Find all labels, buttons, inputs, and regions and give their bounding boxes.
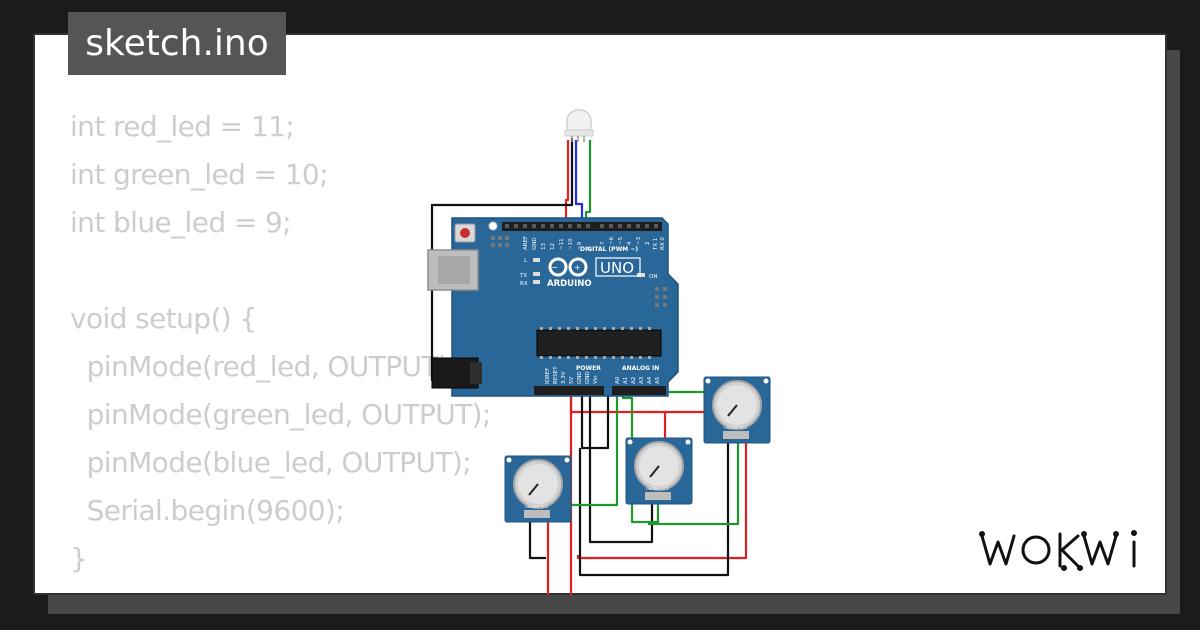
pot-pin-label: GND <box>724 426 732 430</box>
code-line: int green_led = 10; <box>70 158 329 191</box>
analog-header <box>612 386 666 395</box>
pot-pin-label: SIG <box>732 426 738 430</box>
rgb-led[interactable] <box>564 109 594 142</box>
pin-label-9: ~9 <box>577 241 583 250</box>
code-line: Serial.begin(9600); <box>70 494 345 527</box>
svg-text:+: + <box>574 263 581 272</box>
uno-model-text: UNO <box>600 259 634 277</box>
digital-label: DIGITAL (PWM ~) <box>580 246 638 253</box>
potentiometer-3[interactable]: GND SIG VCC <box>703 376 771 444</box>
pin-label-0: RX 0 <box>660 237 666 250</box>
potentiometer-1[interactable]: GND SIG VCC <box>504 455 572 523</box>
code-line: int blue_led = 9; <box>70 206 292 239</box>
pin-label-4: 4 <box>627 241 633 245</box>
pot-pin-label: GND <box>525 505 533 509</box>
pin-label-6: ~6 <box>609 236 615 245</box>
pin-label-vin: Vin <box>593 375 599 384</box>
pin-label-11: ~11 <box>559 238 565 250</box>
pot-pin-label: GND <box>646 487 654 491</box>
pot-pin-label: VCC <box>662 487 670 491</box>
pin-label-10: ~10 <box>568 238 574 250</box>
pin-label-gnd1: GND <box>577 371 583 384</box>
pin-label-ioref: IOREF <box>545 368 551 384</box>
pin-label-3: ~3 <box>636 236 642 245</box>
atmega-chip <box>536 329 662 357</box>
digital-header <box>502 222 662 231</box>
pin-label-reset: RESET <box>553 366 559 384</box>
pin-label-1: TX 1 <box>653 238 659 251</box>
pin-label-a1: A1 <box>623 377 629 384</box>
pin-label-aref: AREF <box>523 236 529 250</box>
power-header <box>534 386 604 395</box>
pot-pin-label: VCC <box>541 505 549 509</box>
pin-label-5: ~5 <box>618 236 624 245</box>
led-on-label: ON <box>649 274 657 280</box>
pin-label-7: 7 <box>600 241 606 245</box>
pin-label-a2: A2 <box>631 377 637 384</box>
code-line: } <box>70 542 88 575</box>
arduino-infinity-icon <box>548 257 588 277</box>
wire-red-d <box>576 438 748 560</box>
pot-pin-label: SIG <box>654 487 660 491</box>
file-tab[interactable]: sketch.ino <box>68 12 286 75</box>
code-line: int red_led = 11; <box>70 110 295 143</box>
icsp-header-small <box>491 236 509 247</box>
pin-label-a4: A4 <box>647 376 653 384</box>
wire-green <box>584 140 592 226</box>
pin-label-a3: A3 <box>639 376 645 384</box>
potentiometer-2[interactable]: GND SIG VCC <box>625 437 693 505</box>
wire-red <box>564 140 570 226</box>
wokwi-logo <box>979 530 1137 571</box>
wire-black-gnd-d <box>578 438 730 577</box>
code-line: pinMode(blue_led, OUTPUT); <box>70 446 472 479</box>
led-tx-label: TX <box>519 273 527 279</box>
arduino-uno[interactable]: AREF GND 13 12 ~11 ~10 ~9 8 7 ~6 ~5 4 ~3… <box>427 217 679 397</box>
pot-pin-label: VCC <box>740 426 748 430</box>
pot-pin-label: SIG <box>533 505 539 509</box>
pin-label-3v3: 3.3V <box>561 371 567 384</box>
pin-label-2: 2 <box>645 242 651 246</box>
code-line: pinMode(green_led, OUTPUT); <box>70 398 492 431</box>
arduino-brand-text: ARDUINO <box>547 279 592 289</box>
icsp-header-right <box>655 287 667 307</box>
code-block: int red_led = 11; int green_led = 10; in… <box>70 103 491 583</box>
power-label: POWER <box>576 365 601 372</box>
svg-text:−: − <box>551 263 558 272</box>
analog-label: ANALOG IN <box>622 365 659 372</box>
led-rx-label: RX <box>520 281 528 287</box>
pin-label-a5: A5 <box>655 376 661 384</box>
digital-header-pins <box>505 224 658 228</box>
pin-label-13: 13 <box>541 243 547 250</box>
pin-label-5v: 5V <box>569 377 575 384</box>
pin-label-12: 12 <box>550 243 556 250</box>
pin-label-gnd2: GND <box>585 371 591 384</box>
pin-label-gnd: GND <box>532 237 538 250</box>
pin-label-8: 8 <box>586 246 592 250</box>
code-line: pinMode(red_led, OUTPUT); <box>70 350 458 383</box>
wire-blue <box>574 140 584 226</box>
led-l-label: L <box>524 258 528 264</box>
wire-black-gnd-c <box>528 518 546 560</box>
wire-black-gnd <box>580 388 610 450</box>
code-line: void setup() { <box>70 302 257 335</box>
pin-label-a0: A0 <box>615 376 621 384</box>
